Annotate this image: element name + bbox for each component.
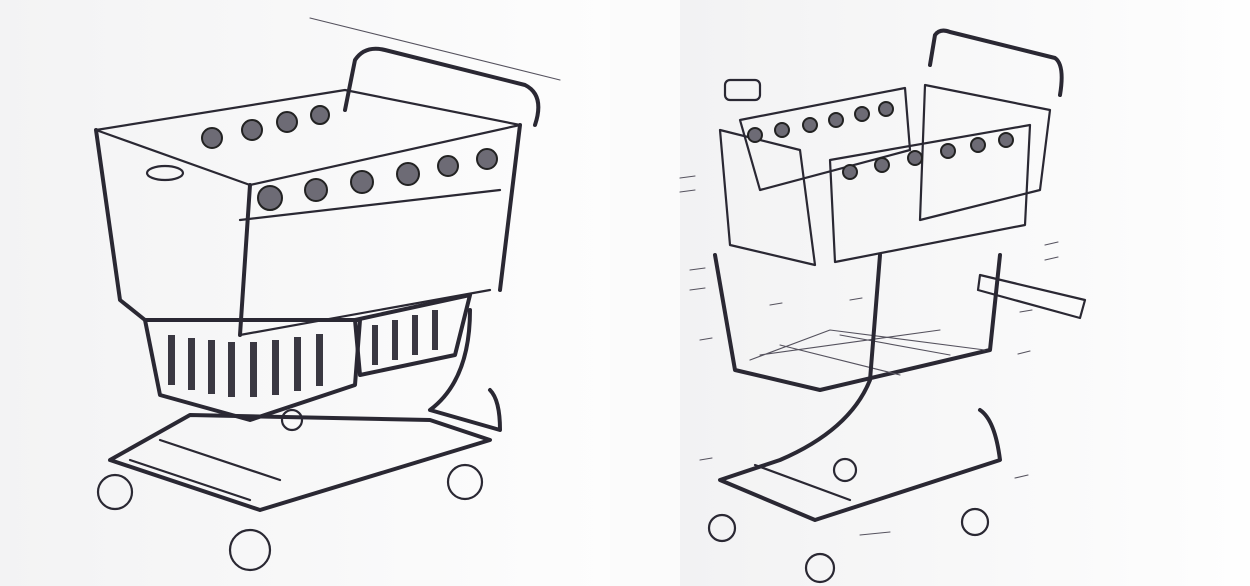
casters	[707, 457, 990, 584]
panel-holes	[747, 101, 1014, 180]
exploded-cart	[679, 28, 1087, 584]
assembled-cart	[94, 17, 561, 572]
screws	[679, 175, 1059, 536]
wheels	[96, 408, 484, 572]
basket-slots	[168, 310, 438, 397]
right-panel-background	[680, 0, 1250, 586]
left-panel-background	[0, 0, 610, 586]
side-holes	[201, 105, 498, 211]
